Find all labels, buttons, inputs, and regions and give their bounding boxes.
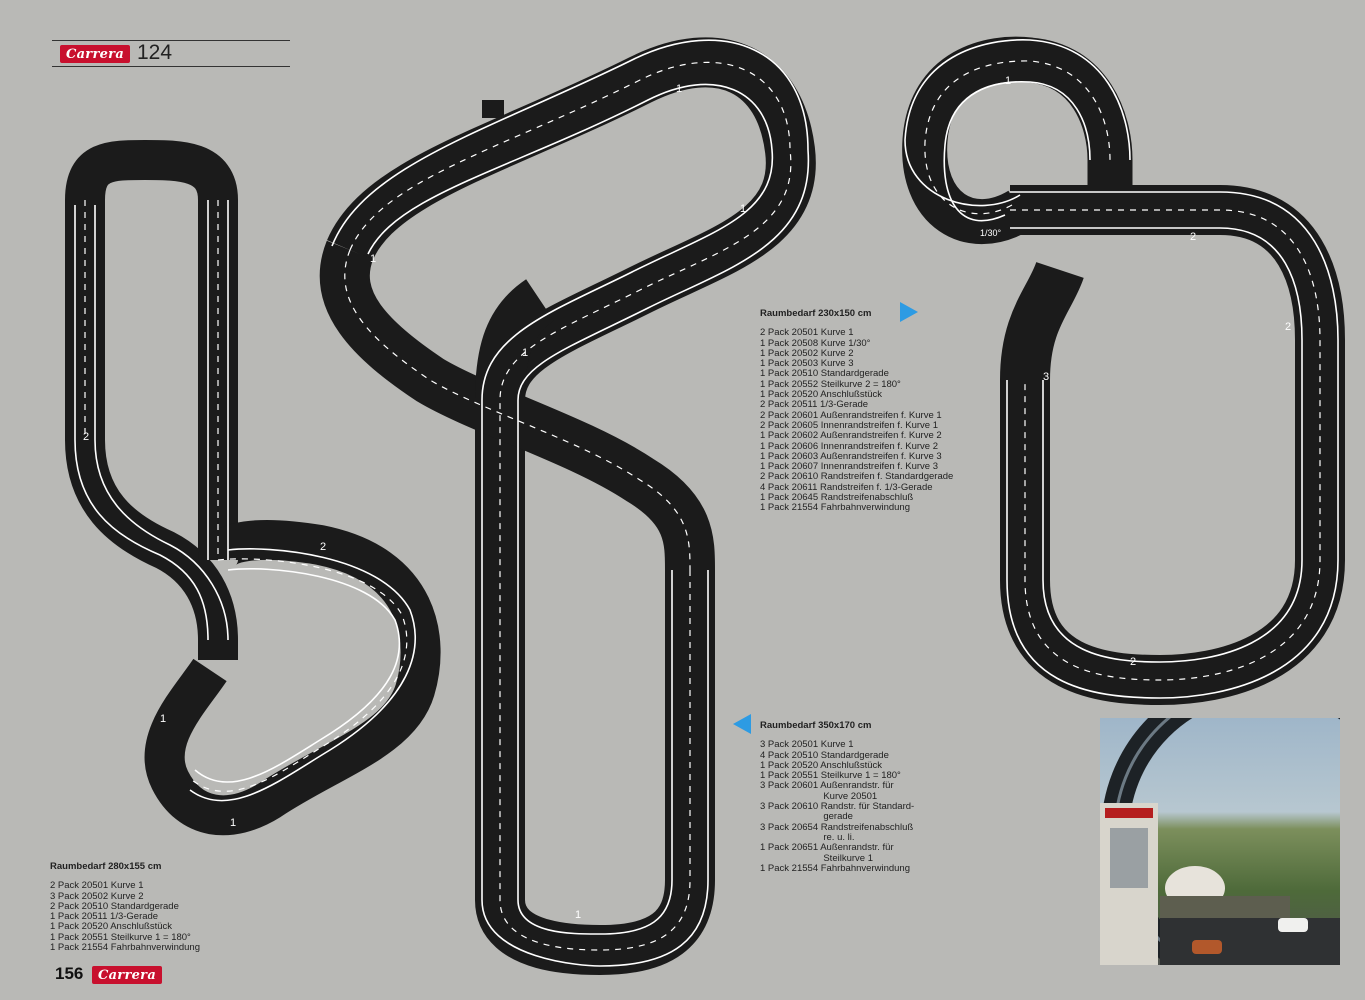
spec-item: 2 Pack 20510 Standardgerade [50,900,179,912]
track-label-curve1-left: 1 [370,253,376,265]
track-label-steep2: 2 [1130,656,1136,668]
spec-item: 3 Pack 20501 Kurve 1 [760,739,854,751]
spec-layout-350x170: Raumbedarf 350x170 cm 3 Pack 20501 Kurve… [760,720,915,874]
spec-layout-230x150: Raumbedarf 230x150 cm 2 Pack 20501 Kurve… [760,308,954,514]
track-label-curve2-left: 2 [83,431,89,443]
pointer-arrow-right [900,302,918,322]
track-label-curve1-lower: 1 [230,817,236,829]
spec-title: Raumbedarf 230x150 cm [760,308,872,319]
track-label-curve1-mid: 1 [522,347,528,359]
pointer-arrow-left [733,714,751,734]
spec-item: 1 Pack 20520 Anschlußstück [760,759,882,771]
spec-layout-280x155: Raumbedarf 280x155 cm 2 Pack 20501 Kurve… [50,861,200,954]
spec-item: 1 Pack 20606 Innenrandstreifen f. Kurve … [760,440,938,452]
spec-item: 1 Pack 20520 Anschlußstück [50,921,172,933]
header-rule-top [52,40,290,41]
spec-item: 1 Pack 21554 Fahrbahnverwindung [760,862,910,874]
spec-item: 1 Pack 20551 Steilkurve 1 = 180° [50,931,191,943]
header-rule-bottom [52,66,290,67]
spec-item: 3 Pack 20610 Randstr. für Standard- [760,801,915,813]
track-layout-2: 1 1 1 1 1 [319,37,816,976]
brand-logo-footer: Carrera [92,966,162,984]
spec-item: 2 Pack 20501 Kurve 1 [50,880,144,892]
track-label-curve1-right: 1 [740,203,746,215]
track-label-steep1: 1 [575,909,581,921]
spec-item: 2 Pack 20501 Kurve 1 [760,327,854,339]
track-label-curve1-loop: 1 [1005,75,1011,87]
spec-item: 1 Pack 20503 Kurve 3 [760,358,854,370]
spec-item: 1 Pack 20551 Steilkurve 1 = 180° [760,770,901,782]
spec-item: 2 Pack 20605 Innenrandstreifen f. Kurve … [760,419,938,431]
page-number: 156 [55,964,84,983]
spec-item: 1 Pack 20645 Randstreifenabschluß [760,492,914,504]
spec-item: 1 Pack 20607 Innenrandstreifen f. Kurve … [760,461,938,473]
spec-item: 4 Pack 20510 Standardgerade [760,749,889,761]
track-layout-3: 1 1/30° 2 2 3 2 [902,36,1345,706]
spec-title: Raumbedarf 350x170 cm [760,720,872,731]
brand-logo-header: Carrera [60,45,130,63]
spec-item: 1 Pack 20508 Kurve 1/30° [760,337,871,349]
spec-item: 2 Pack 20610 Randstreifen f. Standardger… [760,471,954,483]
spec-title: Raumbedarf 280x155 cm [50,861,162,872]
track-label-curve1-top: 1 [676,83,682,95]
track-label-curve2-right: 2 [1285,321,1291,333]
spec-item: 1 Pack 21554 Fahrbahnverwindung [760,502,910,514]
track-loop-photo-graphic [1100,718,1340,965]
spec-item: re. u. li. [760,831,855,843]
track-layout-1: 2 2 1 1 [65,139,441,836]
spec-item: 3 Pack 20601 Außenrandstr. für [760,780,894,792]
track-label-curve1-bottom: 1 [160,713,166,725]
spec-item: 2 Pack 20511 1/3-Gerade [760,399,869,411]
spec-item: 1 Pack 20651 Außenrandstr. für [760,842,894,854]
spec-item: 1 Pack 20520 Anschlußstück [760,389,882,401]
spec-item: 4 Pack 20611 Randstreifen f. 1/3-Gerade [760,481,933,493]
track-label-curve3: 3 [1043,371,1049,383]
spec-item: 1 Pack 20510 Standardgerade [760,368,889,380]
spec-item: 1 Pack 20502 Kurve 2 [760,347,854,359]
spec-item: Kurve 20501 [760,790,878,802]
spec-item: 1 Pack 21554 Fahrbahnverwindung [50,942,200,954]
spec-item: 1 Pack 20552 Steilkurve 2 = 180° [760,378,901,390]
spec-item: 1 Pack 20602 Außenrandstreifen f. Kurve … [760,430,942,442]
spec-item: 1 Pack 20511 1/3-Gerade [50,911,159,923]
spec-item: Steilkurve 1 [760,852,873,864]
track-label-curve2-top: 2 [1190,231,1196,243]
spec-item: 2 Pack 20601 Außenrandstreifen f. Kurve … [760,409,942,421]
spec-item: 3 Pack 20654 Randstreifenabschluß [760,821,914,833]
series-number: 124 [137,41,173,64]
track-label-curve-1-30: 1/30° [980,228,1002,238]
track-loop-photo [1100,718,1340,965]
spec-item: 3 Pack 20502 Kurve 2 [50,890,144,902]
spec-item: 1 Pack 20603 Außenrandstreifen f. Kurve … [760,450,942,462]
track-label-curve2-bottom: 2 [320,541,326,553]
spec-item: gerade [760,811,853,823]
